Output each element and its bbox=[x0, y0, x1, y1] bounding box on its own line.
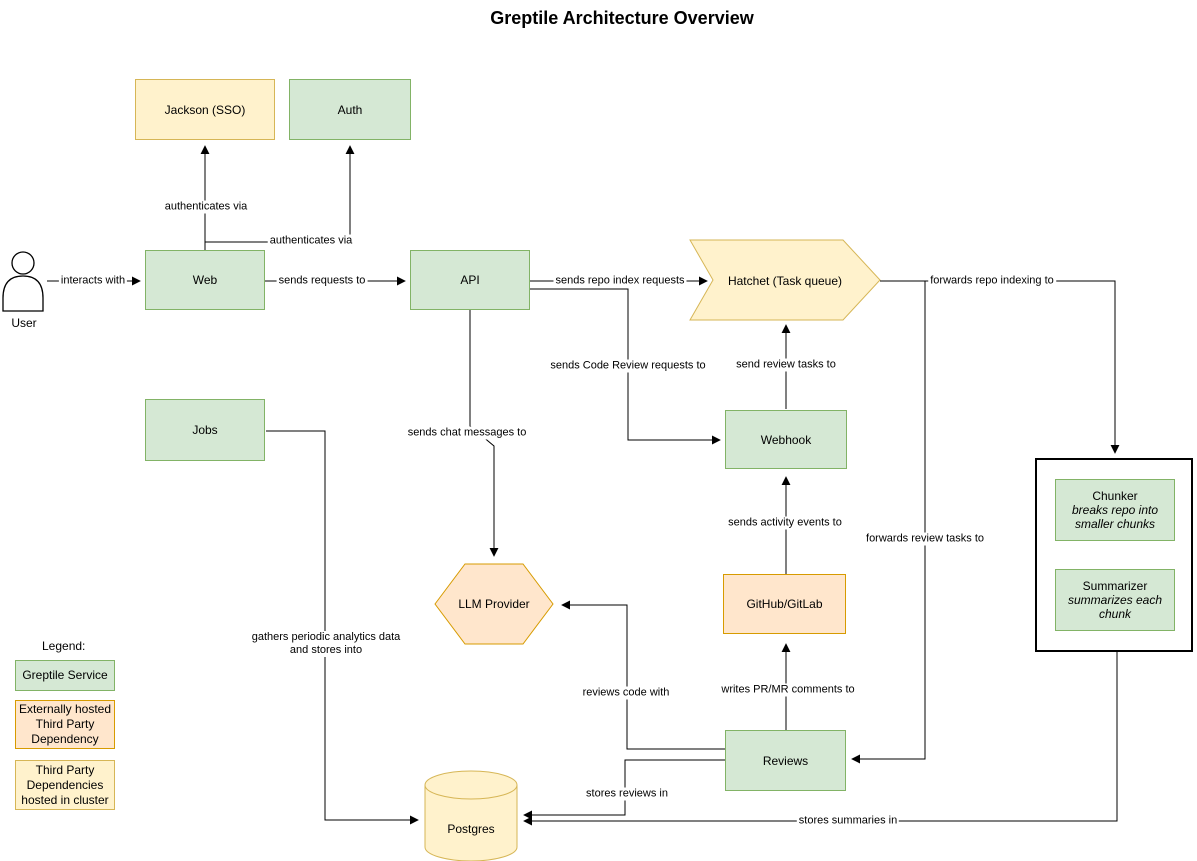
node-github-gitlab-label: GitHub/GitLab bbox=[746, 597, 823, 611]
legend-item-cluster-dependency[interactable]: Third Party Dependencies hosted in clust… bbox=[15, 760, 115, 810]
node-api-label: API bbox=[460, 273, 480, 287]
node-postgres-label: Postgres bbox=[447, 822, 495, 836]
node-api[interactable]: API bbox=[410, 250, 530, 310]
node-auth[interactable]: Auth bbox=[289, 79, 411, 140]
node-summarizer-text: Summarizer summarizes each chunk bbox=[1056, 579, 1174, 621]
edge-jobs-postgres bbox=[266, 430, 419, 825]
node-jobs[interactable]: Jobs bbox=[145, 399, 265, 461]
user-icon[interactable] bbox=[2, 251, 44, 312]
edge-label-authenticates-via-auth: authenticates via bbox=[267, 234, 355, 248]
edge-label-stores-summaries-in: stores summaries in bbox=[796, 814, 900, 828]
node-auth-label: Auth bbox=[337, 102, 363, 117]
edge-reviews-llm bbox=[561, 600, 725, 750]
node-postgres-shape[interactable] bbox=[424, 770, 518, 861]
edge-label-sends-repo-index-requests: sends repo index requests bbox=[553, 274, 687, 288]
edge-label-reviews-code-with: reviews code with bbox=[580, 686, 672, 700]
node-chunker-description: breaks repo into smaller chunks bbox=[1071, 503, 1159, 531]
node-jackson-sso-label: Jackson (SSO) bbox=[164, 102, 246, 117]
edge-label-gathers-analytics: gathers periodic analytics data and stor… bbox=[242, 631, 410, 657]
edge-label-interacts-with: interacts with bbox=[58, 274, 128, 288]
edge-label-sends-requests-to: sends requests to bbox=[276, 274, 368, 288]
edge-label-send-review-tasks: send review tasks to bbox=[734, 358, 838, 372]
node-reviews-label: Reviews bbox=[762, 753, 809, 768]
node-chunker-text: Chunker breaks repo into smaller chunks bbox=[1056, 489, 1174, 531]
node-reviews[interactable]: Reviews bbox=[725, 730, 846, 791]
edge-label-writes-pr-mr-comments: writes PR/MR comments to bbox=[719, 683, 857, 697]
edge-label-sends-activity-events: sends activity events to bbox=[726, 516, 844, 530]
legend-item-greptile-service-label: Greptile Service bbox=[22, 668, 108, 682]
node-chunker-label: Chunker bbox=[1092, 489, 1138, 503]
node-jackson-sso[interactable]: Jackson (SSO) bbox=[135, 79, 275, 140]
node-summarizer[interactable]: Summarizer summarizes each chunk bbox=[1055, 569, 1175, 631]
node-chunker[interactable]: Chunker breaks repo into smaller chunks bbox=[1055, 479, 1175, 541]
node-github-gitlab[interactable]: GitHub/GitLab bbox=[723, 574, 846, 634]
node-user-label: User bbox=[11, 316, 37, 330]
legend-item-external-dependency[interactable]: Externally hosted Third Party Dependency bbox=[15, 700, 115, 749]
legend-item-greptile-service[interactable]: Greptile Service bbox=[15, 660, 115, 691]
edge-label-authenticates-via-jackson: authenticates via bbox=[162, 200, 250, 214]
edge-hatchet-chunker bbox=[880, 280, 1120, 454]
node-hatchet-label: Hatchet (Task queue) bbox=[727, 274, 843, 288]
edge-hatchet-reviews bbox=[851, 281, 926, 764]
node-webhook-label: Webhook bbox=[760, 432, 812, 447]
edge-label-forwards-review-tasks: forwards review tasks to bbox=[864, 532, 986, 546]
diagram-title: Greptile Architecture Overview bbox=[490, 8, 754, 28]
node-summarizer-description: summarizes each chunk bbox=[1067, 593, 1163, 621]
edge-label-sends-code-review-requests: sends Code Review requests to bbox=[548, 359, 708, 373]
node-webhook[interactable]: Webhook bbox=[725, 410, 847, 469]
node-summarizer-label: Summarizer bbox=[1082, 579, 1148, 593]
node-jobs-label: Jobs bbox=[192, 423, 218, 437]
legend-item-external-dependency-label: Externally hosted Third Party Dependency bbox=[18, 702, 112, 746]
edge-label-forwards-repo-indexing: forwards repo indexing to bbox=[928, 274, 1056, 288]
edge-label-stores-reviews-in: stores reviews in bbox=[584, 787, 670, 801]
node-web[interactable]: Web bbox=[145, 250, 265, 310]
node-llm-provider-label: LLM Provider bbox=[458, 597, 530, 611]
node-web-label: Web bbox=[192, 273, 218, 287]
legend-title: Legend: bbox=[42, 639, 86, 653]
legend-item-cluster-dependency-label: Third Party Dependencies hosted in clust… bbox=[21, 762, 109, 807]
edge-label-sends-chat-messages: sends chat messages to bbox=[405, 426, 529, 440]
